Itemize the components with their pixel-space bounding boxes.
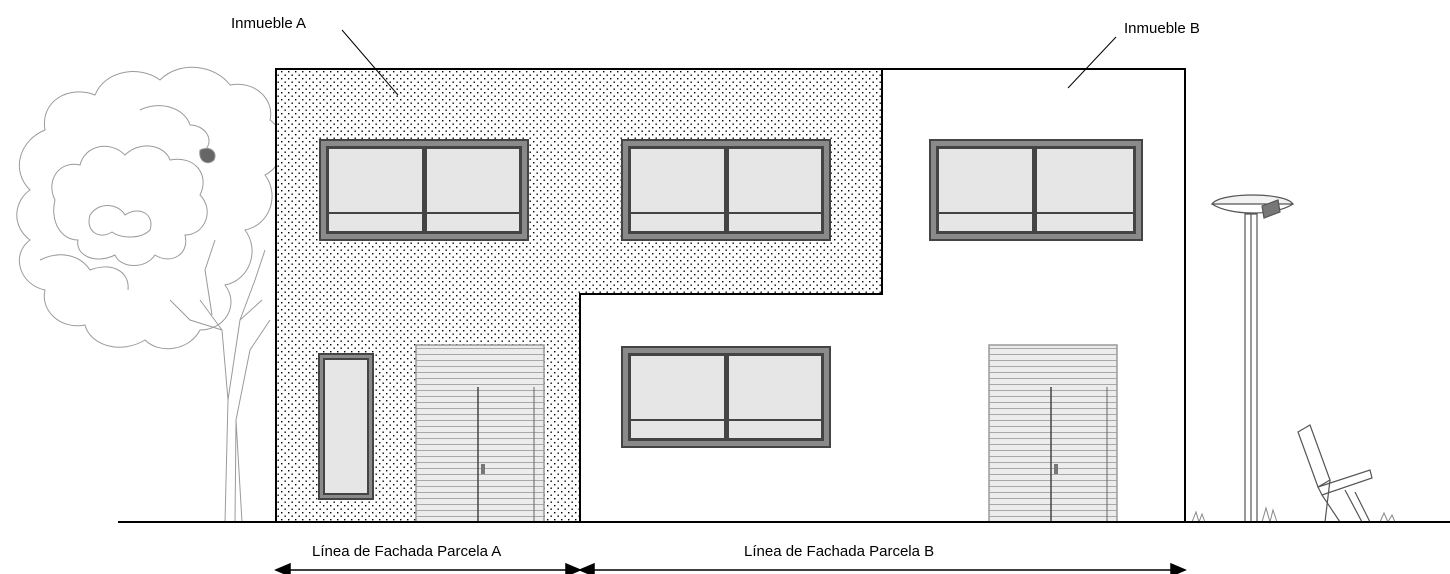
door-a [415,344,545,523]
window-a-upper-left [319,139,529,241]
leader-building-b [1067,36,1117,89]
window-b-upper [929,139,1143,241]
door-b [988,344,1118,523]
label-frontage-a: Línea de Fachada Parcela A [312,543,501,560]
window-b-lower [621,346,831,448]
bench [1297,424,1373,523]
label-building-a: Inmueble A [231,15,306,32]
label-building-b: Inmueble B [1124,20,1200,37]
window-a-narrow [318,353,374,500]
street-lamp [1210,194,1295,523]
leader-building-a [341,29,399,96]
frontage-b-dimension [578,562,1187,574]
frontage-a-dimension [274,562,582,574]
window-a-upper-right [621,139,831,241]
label-frontage-b: Línea de Fachada Parcela B [744,543,934,560]
tree [16,66,284,523]
